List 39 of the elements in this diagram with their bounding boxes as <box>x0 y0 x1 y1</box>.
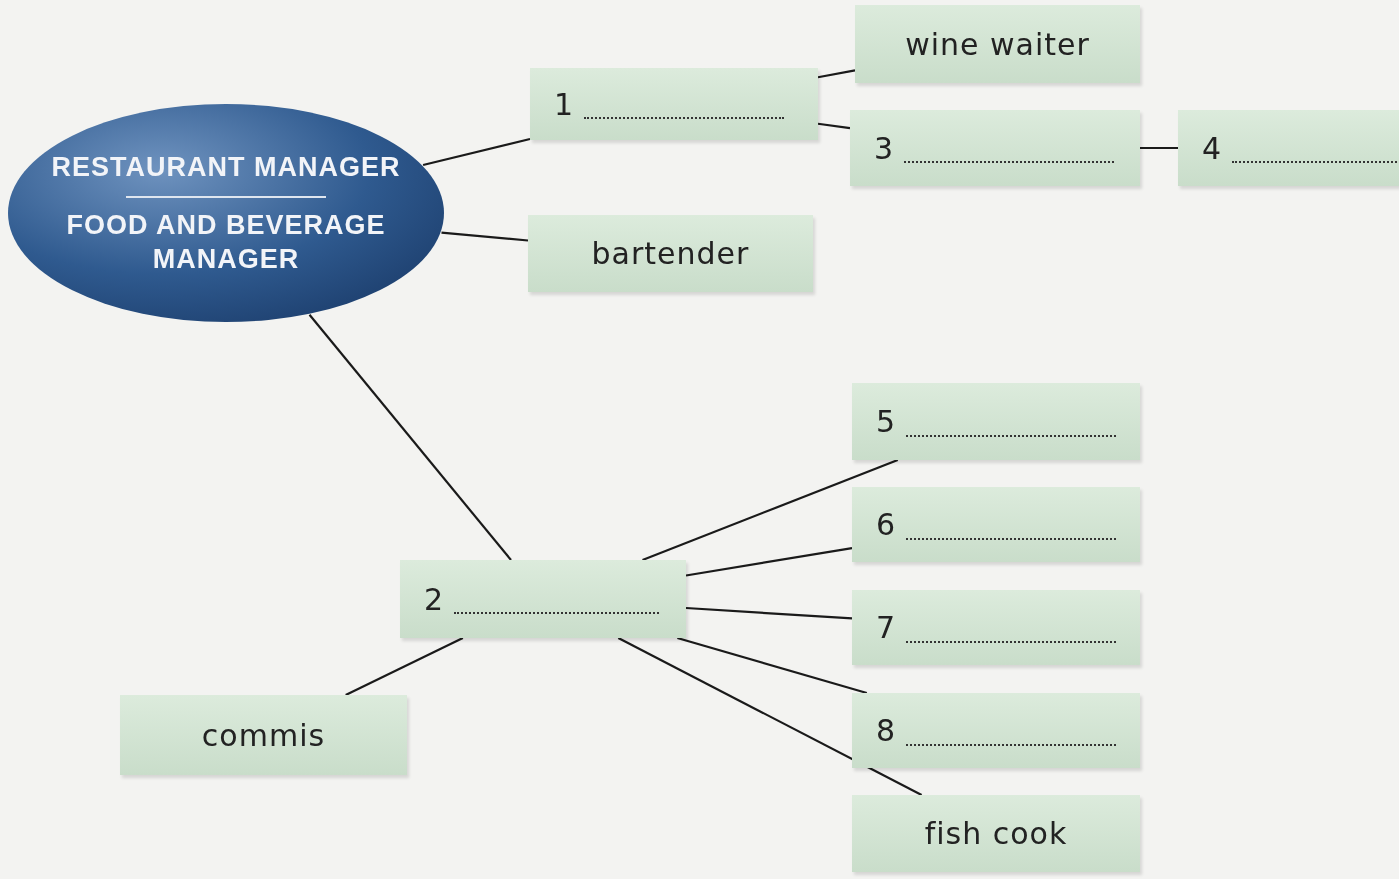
job-box <box>850 110 1140 186</box>
box-label: bartender <box>591 236 750 271</box>
box-label: 2 <box>424 581 445 617</box>
title-text: FOOD AND BEVERAGE MANAGER <box>65 209 387 276</box>
box-label: wine waiter <box>905 26 1090 62</box>
box-label: fish cook <box>924 816 1068 851</box>
job-box <box>530 68 818 140</box>
connector-line <box>642 458 899 562</box>
manager-ellipse <box>7 103 445 323</box>
connector-line <box>685 547 853 577</box>
connector-line <box>1140 146 1178 150</box>
connector-line <box>441 231 529 242</box>
box-label: 5 <box>876 404 897 439</box>
job-box <box>528 215 813 292</box>
box-label: 8 <box>876 713 897 748</box>
connector-line <box>617 637 923 796</box>
box-label: 3 <box>874 130 895 166</box>
box-label: commis <box>201 717 326 753</box>
title-text: RESTAURANT MANAGER <box>51 151 401 184</box>
connector-line <box>817 69 856 79</box>
job-box <box>1178 110 1399 186</box>
connector-line <box>677 636 868 695</box>
box-label: 6 <box>876 507 897 542</box>
job-box <box>852 383 1140 460</box>
job-box <box>855 5 1140 83</box>
box-label: 4 <box>1202 130 1223 166</box>
box-label: 1 <box>554 86 575 122</box>
job-box <box>852 590 1140 665</box>
connector-line <box>308 314 512 561</box>
connector-line <box>345 637 464 696</box>
job-box <box>852 795 1140 872</box>
box-label: 7 <box>876 610 897 645</box>
connector-line <box>817 122 851 130</box>
job-box <box>852 693 1140 768</box>
connector-line <box>422 137 531 167</box>
job-box <box>400 560 686 638</box>
job-box <box>852 487 1140 562</box>
connector-line <box>685 606 853 620</box>
job-box <box>120 695 407 775</box>
